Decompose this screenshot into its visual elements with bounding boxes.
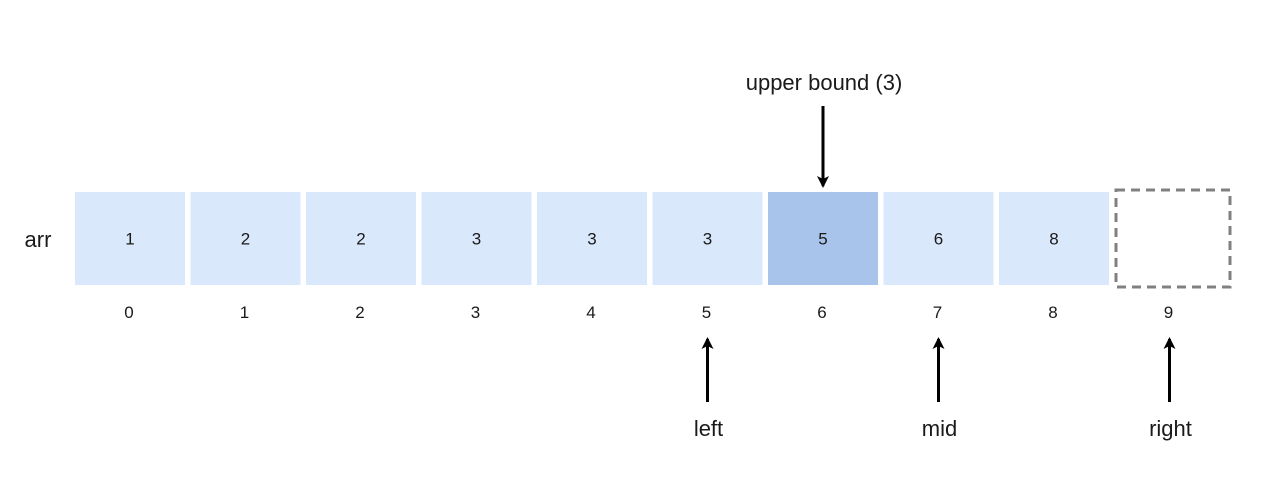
array-cell [537, 192, 647, 285]
index-label: 5 [702, 303, 711, 322]
array-cell-value: 3 [472, 230, 481, 249]
array-name-label: arr [25, 227, 52, 252]
mid-pointer-label: mid [922, 416, 957, 441]
right-pointer-label: right [1149, 416, 1192, 441]
array-cell-empty [1114, 188, 1232, 289]
upper-bound-label: upper bound (3) [746, 70, 903, 95]
array-cell [306, 192, 416, 285]
array-cell-highlighted [768, 192, 878, 285]
index-label: 7 [933, 303, 942, 322]
index-label: 4 [586, 303, 595, 322]
pointer-annotations: left mid right [694, 337, 1192, 441]
index-label: 9 [1164, 303, 1173, 322]
array-indices: 0 1 2 3 4 5 6 7 8 9 [124, 303, 1173, 322]
left-pointer-label: left [694, 416, 723, 441]
index-label: 1 [240, 303, 249, 322]
array-cell-value: 6 [934, 230, 943, 249]
array-cell-value: 3 [703, 230, 712, 249]
array-cell [652, 192, 763, 285]
array-cell [190, 192, 301, 285]
array-cell-value: 2 [356, 230, 365, 249]
array-cell [883, 192, 994, 285]
array-cell-value: 1 [125, 230, 134, 249]
array-cell-value: 5 [818, 230, 827, 249]
array-cell-value: 3 [587, 230, 596, 249]
array-cell [999, 192, 1109, 285]
array-cell [75, 192, 185, 285]
array-cell [421, 192, 532, 285]
index-label: 6 [817, 303, 826, 322]
index-label: 0 [124, 303, 133, 322]
index-label: 8 [1048, 303, 1057, 322]
index-label: 3 [471, 303, 480, 322]
array-cell-value: 8 [1049, 230, 1058, 249]
array-cells: 1 2 2 3 3 3 5 6 8 [75, 188, 1232, 289]
array-cell-value: 2 [241, 230, 250, 249]
index-label: 2 [355, 303, 364, 322]
